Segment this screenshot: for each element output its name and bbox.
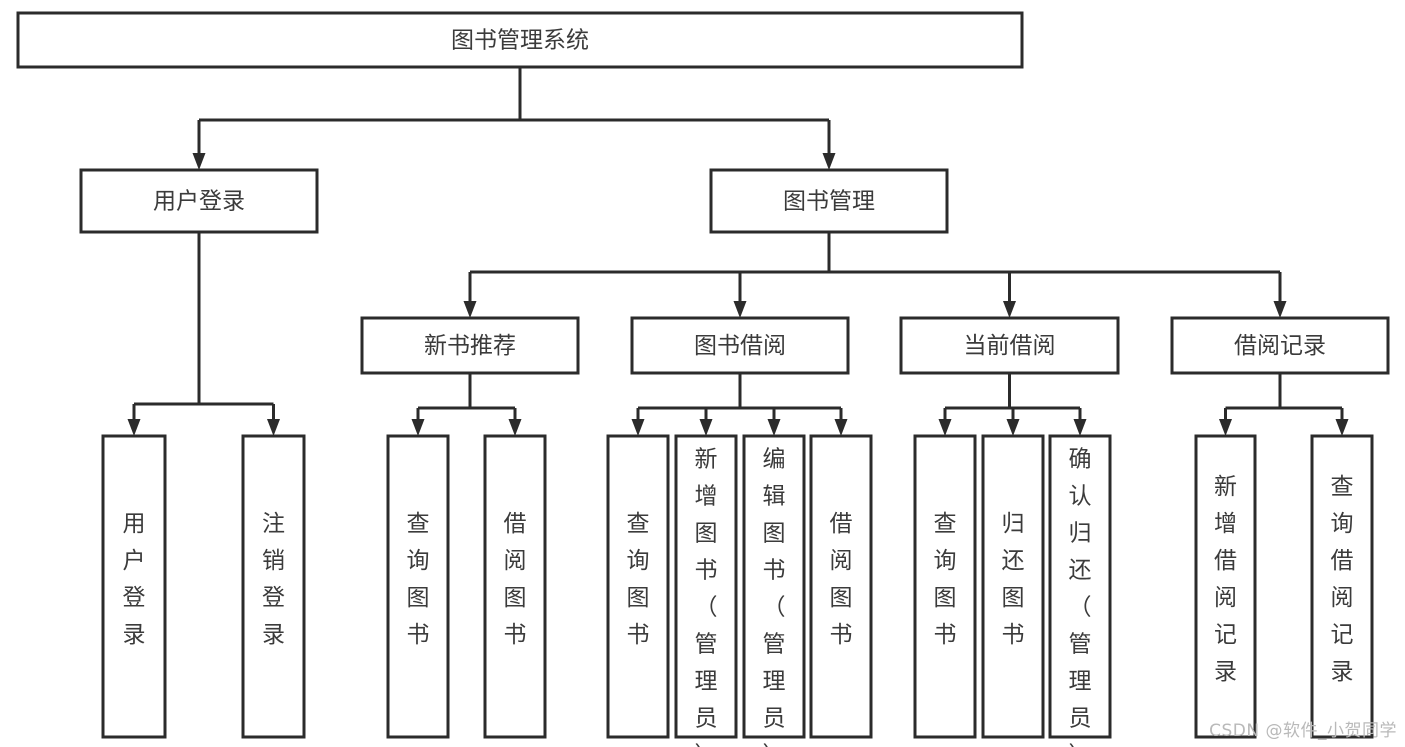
node-box [16,11,1024,69]
node-user-login[interactable]: 用户登录 [79,168,319,234]
node-box [742,434,806,739]
node-current-borrow[interactable]: 当前借阅 [899,316,1120,375]
node-box [1048,434,1112,739]
connector-group-book-borrow [631,373,848,436]
node-borrow-record[interactable]: 借阅记录 [1170,316,1390,375]
node-leaf-query-book-current[interactable]: 查询图书 [913,434,977,739]
node-box [709,168,949,234]
arrow-head-icon [767,419,781,436]
arrow-head-icon [463,301,477,318]
node-label: 注销登录 [262,511,285,648]
node-root[interactable]: 图书管理系统 [16,11,1024,69]
node-box [1310,434,1374,739]
node-label: 新增借阅记录 [1214,474,1237,685]
node-label: 用户登录 [153,189,245,215]
arrow-head-icon [1006,419,1020,436]
node-box [241,434,306,739]
node-new-book-recommend[interactable]: 新书推荐 [360,316,580,375]
node-label: 当前借阅 [964,333,1056,359]
node-box [386,434,450,739]
node-leaf-borrow-book-recommend[interactable]: 借阅图书 [483,434,547,739]
arrow-head-icon [733,301,747,318]
node-book-manage[interactable]: 图书管理 [709,168,949,234]
node-label: 新增图书（管理员） [695,447,718,747]
node-label: 确认归还（管理员） [1069,447,1092,747]
arrow-head-icon [1073,419,1087,436]
node-box [1170,316,1390,375]
node-label: 图书借阅 [694,333,786,359]
connector-group-borrow-record [1219,373,1349,436]
arrow-head-icon [938,419,952,436]
node-box [360,316,580,375]
node-box [483,434,547,739]
node-label: 查询借阅记录 [1331,474,1354,685]
connector-group-book-manage [463,232,1287,318]
node-box [981,434,1045,739]
node-leaf-return-book[interactable]: 归还图书 [981,434,1045,739]
node-leaf-user-login[interactable]: 用户登录 [101,434,167,739]
node-box [606,434,670,739]
node-label: 查询图书 [934,511,957,648]
node-label: 用户登录 [123,511,146,648]
node-label: 借阅图书 [830,511,853,648]
node-box [101,434,167,739]
arrow-head-icon [1003,301,1016,318]
node-box [899,316,1120,375]
connector-group-user-login [127,232,280,436]
node-leaf-user-logout[interactable]: 注销登录 [241,434,306,739]
arrow-head-icon [267,419,280,436]
node-leaf-query-borrow-record[interactable]: 查询借阅记录 [1310,434,1374,739]
arrow-head-icon [631,419,645,436]
node-label: 归还图书 [1002,511,1025,648]
node-leaf-query-book-recommend[interactable]: 查询图书 [386,434,450,739]
node-label: 借阅图书 [504,511,527,648]
arrow-head-icon [1335,419,1349,436]
node-label: 查询图书 [627,511,650,648]
node-layer: 图书管理系统用户登录图书管理新书推荐图书借阅当前借阅借阅记录用户登录注销登录查询… [16,11,1390,747]
node-leaf-query-book[interactable]: 查询图书 [606,434,670,739]
arrow-head-icon [508,419,522,436]
node-box [809,434,873,739]
connector-group-current-borrow [938,373,1087,436]
node-box [674,434,738,739]
arrow-head-icon [192,153,206,170]
node-label: 借阅记录 [1234,333,1326,359]
connector-group-root [192,67,836,170]
node-label: 图书管理 [783,189,875,215]
node-leaf-confirm-return-admin[interactable]: 确认归还（管理员） [1048,434,1112,747]
node-box [1194,434,1257,739]
node-leaf-add-book-admin[interactable]: 新增图书（管理员） [674,434,738,747]
node-label: 查询图书 [407,511,430,648]
arrow-head-icon [699,419,713,436]
node-leaf-edit-book-admin[interactable]: 编辑图书（管理员） [742,434,806,747]
arrow-head-icon [127,419,141,436]
node-leaf-borrow-book[interactable]: 借阅图书 [809,434,873,739]
node-label: 新书推荐 [424,333,516,359]
arrow-head-icon [1273,301,1287,318]
node-leaf-add-borrow-record[interactable]: 新增借阅记录 [1194,434,1257,739]
node-box [79,168,319,234]
arrow-head-icon [411,419,425,436]
arrow-head-icon [1219,419,1232,436]
connector-layer [127,67,1349,436]
node-box [630,316,850,375]
node-label: 编辑图书（管理员） [763,447,786,747]
node-book-borrow[interactable]: 图书借阅 [630,316,850,375]
node-box [913,434,977,739]
arrow-head-icon [822,153,836,170]
arrow-head-icon [834,419,848,436]
node-label: 图书管理系统 [451,28,589,54]
connector-group-new-book-recommend [411,373,522,436]
